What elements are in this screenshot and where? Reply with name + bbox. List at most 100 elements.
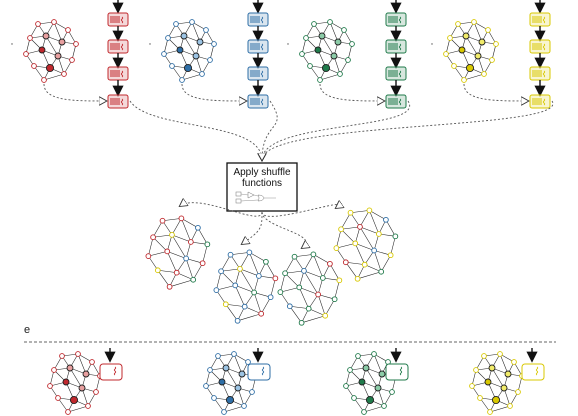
column-green	[287, 0, 407, 109]
graph-node	[361, 409, 367, 415]
graph-edge	[473, 21, 483, 43]
graph-node	[78, 384, 86, 392]
graph-node	[511, 359, 517, 365]
module-to-shuffle-arrow	[129, 100, 262, 160]
graph-node	[73, 41, 79, 47]
graph-edge	[166, 251, 177, 273]
module-wave	[120, 98, 124, 106]
shuffle-output-arrow	[242, 211, 263, 244]
graph-node	[213, 287, 220, 293]
graph-edge	[69, 367, 83, 389]
graph-node	[497, 351, 503, 357]
shuffle-output-arrow	[180, 203, 263, 217]
module-wave	[542, 70, 546, 78]
graph-edge	[294, 254, 314, 257]
graph-node	[387, 252, 394, 259]
bottom-module	[247, 363, 271, 381]
graph-edge	[171, 234, 191, 243]
graph-node	[47, 383, 53, 389]
graph-node	[241, 303, 248, 310]
graph-edge	[319, 73, 341, 81]
graph-node	[227, 251, 234, 258]
graph-node	[234, 317, 241, 324]
graph-node	[221, 409, 227, 415]
graph-node	[314, 46, 322, 54]
graph-node	[150, 234, 156, 241]
graph-node	[211, 41, 217, 47]
graph-node	[343, 383, 349, 389]
graph-node	[286, 303, 293, 310]
graph-edge	[235, 285, 255, 293]
graph-node	[357, 224, 363, 230]
graph-node	[383, 216, 389, 223]
graph-edge	[463, 73, 485, 81]
module-wave	[398, 16, 402, 24]
graph-node	[207, 367, 213, 373]
graph-node	[189, 19, 195, 25]
graph-edge	[499, 353, 509, 375]
graph-node	[23, 51, 29, 57]
graph-edge	[390, 236, 396, 256]
graph-node	[207, 57, 213, 63]
graph-node	[334, 38, 342, 46]
graph-edge	[213, 397, 225, 413]
graph-node	[352, 240, 359, 247]
module-to-shuffle-arrow	[262, 100, 554, 160]
graph-node	[173, 21, 179, 27]
graph-node	[361, 261, 368, 268]
shuffle-function-box: Apply shuffle functions	[226, 162, 298, 212]
graph-edge	[284, 273, 300, 288]
bottom-module	[521, 363, 545, 381]
graph-node	[169, 232, 175, 238]
graph-edge	[45, 35, 59, 57]
graph-node	[392, 233, 399, 240]
graph-node	[183, 63, 193, 73]
graph-node	[291, 253, 298, 260]
graph-edge	[148, 237, 154, 257]
graph-node	[305, 305, 312, 312]
graph-node	[473, 367, 479, 373]
graph-edge	[301, 315, 326, 324]
graph-edge	[321, 35, 335, 57]
graph-node	[69, 57, 75, 63]
graph-edge	[341, 226, 360, 230]
module-wave	[260, 70, 264, 78]
graph-edge	[303, 270, 323, 279]
graph-node	[462, 32, 470, 40]
stack-module	[385, 66, 407, 81]
graph-node	[489, 57, 495, 63]
graph-node	[365, 395, 375, 405]
graph-node	[474, 52, 482, 60]
module-wave	[542, 43, 546, 51]
graph-edge	[329, 263, 340, 281]
bottom-module-wave	[399, 366, 403, 376]
dot-marker	[149, 43, 151, 45]
graph-edge	[216, 271, 222, 291]
graph-node	[246, 249, 253, 256]
merge-arrows	[43, 83, 554, 160]
graph-edge	[489, 405, 511, 413]
graph-node	[238, 370, 246, 378]
graph-edge	[148, 251, 168, 257]
stack-module	[107, 39, 129, 54]
graph-node	[55, 395, 61, 401]
graph-edge	[359, 226, 375, 251]
module-wave	[542, 98, 546, 106]
graph-node	[93, 389, 99, 395]
stack-module	[247, 94, 269, 109]
graph-node	[38, 46, 46, 54]
graph-edge	[216, 285, 236, 291]
graph-edge	[234, 268, 241, 286]
graph-edge	[239, 268, 255, 293]
graph-edge	[221, 268, 240, 272]
graph-to-module-arrow	[181, 83, 246, 101]
graph-edge	[67, 405, 89, 413]
graph-node	[481, 353, 487, 359]
graph-edge	[153, 234, 172, 238]
dot-marker	[11, 43, 13, 45]
graph-edge	[223, 405, 245, 413]
module-wave	[398, 43, 402, 51]
graph-node	[166, 283, 173, 290]
graph-node	[42, 32, 50, 40]
graph-edge	[317, 294, 326, 316]
